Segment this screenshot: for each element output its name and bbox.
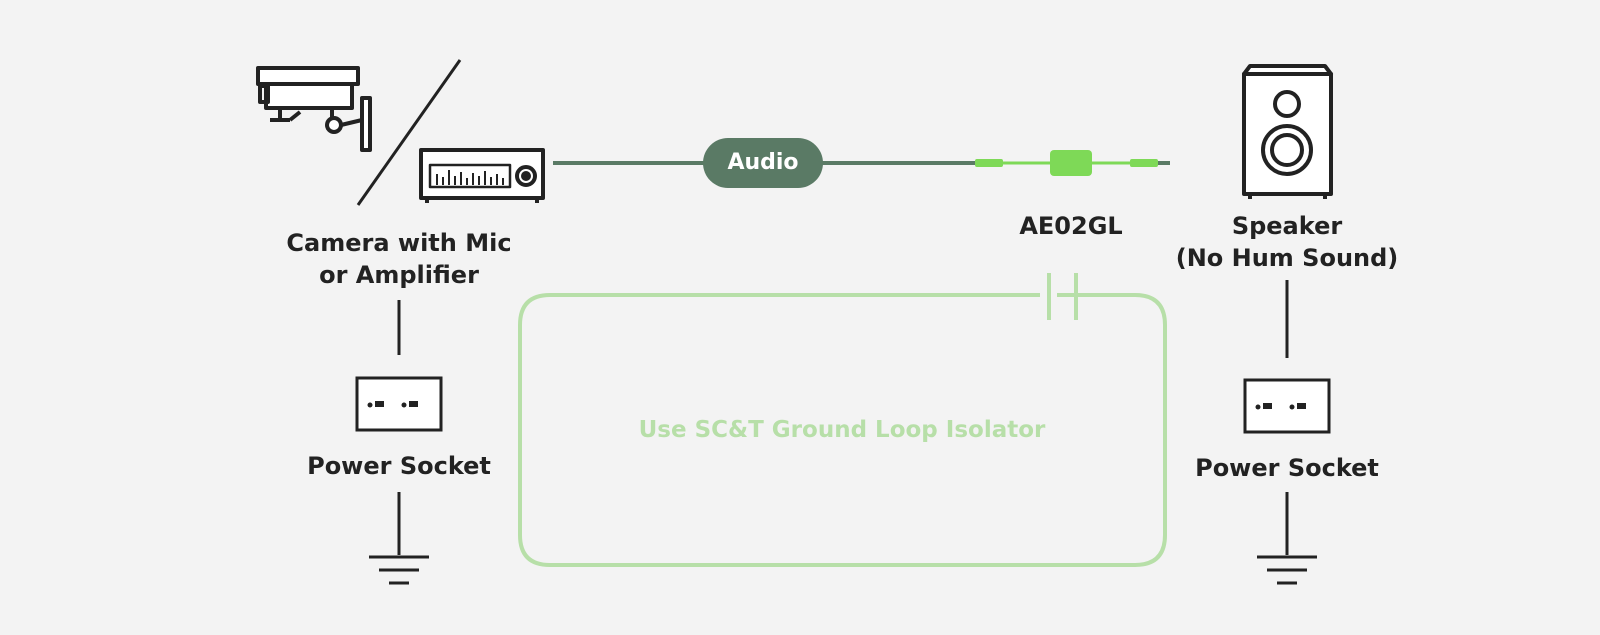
isolator-model-label: AE02GL bbox=[1019, 212, 1123, 240]
speaker-label: Speaker (No Hum Sound) bbox=[1176, 210, 1399, 274]
audio-label: Audio bbox=[727, 150, 799, 175]
security-camera-icon bbox=[256, 66, 372, 152]
amplifier-icon bbox=[419, 148, 545, 203]
ground-symbol-icon bbox=[369, 555, 429, 585]
ground-loop-path bbox=[518, 293, 1167, 567]
right-socket-label: Power Socket bbox=[1195, 454, 1379, 482]
speaker-label-line2: (No Hum Sound) bbox=[1175, 244, 1399, 272]
source-label-line2: or Amplifier bbox=[319, 261, 479, 289]
power-socket-icon bbox=[1243, 378, 1331, 434]
source-label-line1: Camera with Mic bbox=[286, 229, 512, 257]
power-socket-icon bbox=[355, 376, 443, 432]
source-label: Camera with Mic or Amplifier bbox=[286, 227, 511, 291]
or-divider bbox=[356, 59, 462, 206]
speaker-label-line1: Speaker bbox=[1231, 212, 1343, 240]
audio-pill bbox=[703, 138, 823, 188]
capacitor-gap-icon bbox=[1047, 273, 1078, 320]
isolator-dongle-icon bbox=[975, 150, 1158, 176]
left-socket-label: Power Socket bbox=[307, 452, 491, 480]
ground-symbol-icon bbox=[1257, 555, 1317, 585]
loop-caption: Use SC&T Ground Loop Isolator bbox=[638, 417, 1046, 443]
speaker-icon bbox=[1242, 64, 1333, 199]
